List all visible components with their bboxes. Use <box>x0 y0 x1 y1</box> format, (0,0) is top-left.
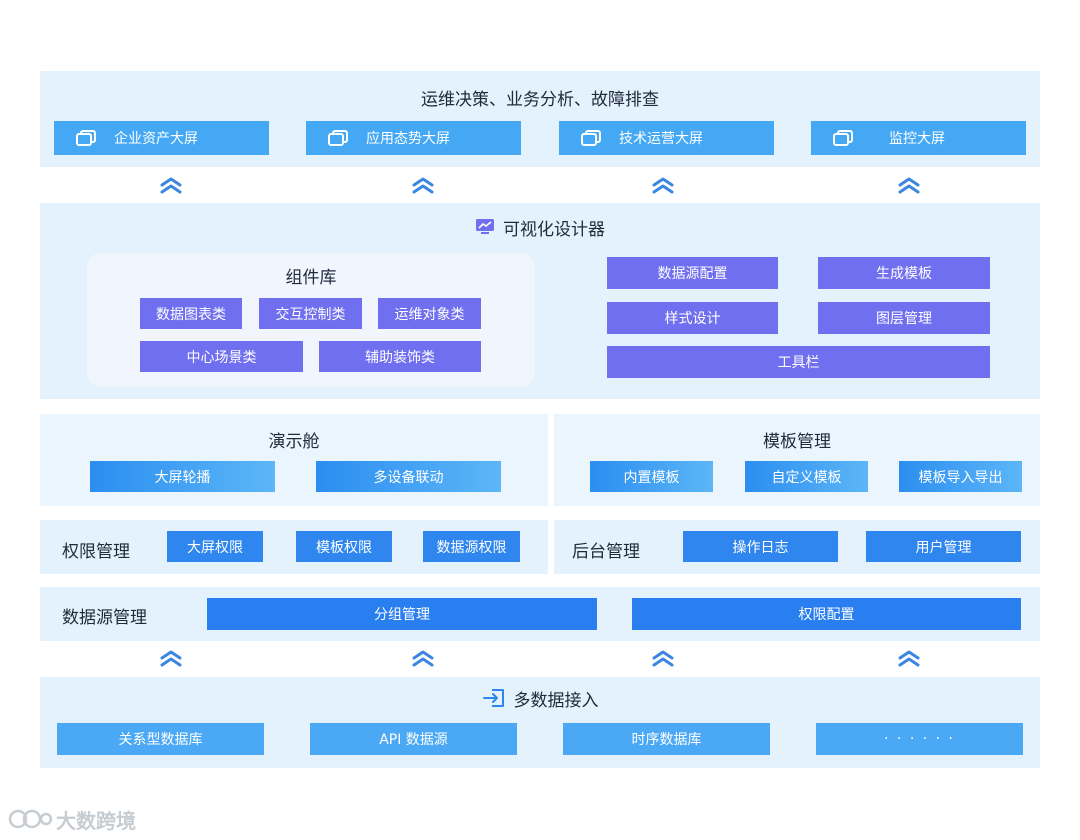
permission-panel: 权限管理 大屏权限 模板权限 数据源权限 <box>40 520 548 574</box>
top-item-label: 监控大屏 <box>889 131 945 147</box>
top-item-label: 技术运营大屏 <box>619 131 703 147</box>
backend-title: 后台管理 <box>572 542 640 562</box>
data-ingest-layer: 多数据接入 关系型数据库 API 数据源 时序数据库 · · · · · · <box>40 677 1040 768</box>
data-ingest-title: 多数据接入 <box>513 690 599 711</box>
chevron-up-icon <box>160 177 182 195</box>
top-item-tech-operation-screen[interactable]: 技术运营大屏 <box>559 121 774 155</box>
tool-toolbar[interactable]: 工具栏 <box>607 346 990 378</box>
template-item-custom[interactable]: 自定义模板 <box>745 461 868 492</box>
demo-item-multi-device-link[interactable]: 多设备联动 <box>316 461 501 492</box>
window-stack-icon <box>328 130 348 146</box>
template-item-import-export[interactable]: 模板导入导出 <box>899 461 1022 492</box>
top-item-app-situation-screen[interactable]: 应用态势大屏 <box>306 121 521 155</box>
chevron-up-icon <box>160 650 182 668</box>
watermark-logo: 大数跨境 <box>6 804 136 834</box>
top-layer-title: 运维决策、业务分析、故障排查 <box>421 90 659 110</box>
lib-item-data-chart[interactable]: 数据图表类 <box>140 298 242 329</box>
designer-layer: 可视化设计器 组件库 数据图表类 交互控制类 运维对象类 中心场景类 辅助装饰类… <box>40 203 1040 399</box>
demo-cabin-panel: 演示舱 大屏轮播 多设备联动 <box>40 414 548 506</box>
datasource-management-title: 数据源管理 <box>62 608 147 628</box>
lib-item-interactive-control[interactable]: 交互控制类 <box>259 298 362 329</box>
data-ingest-header: 多数据接入 <box>40 685 1040 711</box>
datasource-item-permission-config[interactable]: 权限配置 <box>632 598 1021 630</box>
ingest-item-api-source[interactable]: API 数据源 <box>310 723 517 755</box>
top-item-label: 企业资产大屏 <box>114 131 198 147</box>
datasource-management-panel: 数据源管理 分组管理 权限配置 <box>40 587 1040 641</box>
window-stack-icon <box>76 130 96 146</box>
import-icon <box>482 689 504 707</box>
top-item-enterprise-asset-screen[interactable]: 企业资产大屏 <box>54 121 269 155</box>
chevron-up-icon <box>412 650 434 668</box>
window-stack-icon <box>581 130 601 146</box>
window-stack-icon <box>833 130 853 146</box>
top-item-label: 应用态势大屏 <box>366 131 450 147</box>
permission-title: 权限管理 <box>62 542 130 562</box>
lib-item-ops-object[interactable]: 运维对象类 <box>378 298 481 329</box>
permission-item-datasource[interactable]: 数据源权限 <box>423 531 520 562</box>
permission-item-screen[interactable]: 大屏权限 <box>167 531 263 562</box>
ingest-item-more[interactable]: · · · · · · <box>816 723 1023 755</box>
monitor-chart-icon <box>476 219 494 234</box>
top-item-monitor-screen[interactable]: 监控大屏 <box>811 121 1026 155</box>
demo-item-screen-carousel[interactable]: 大屏轮播 <box>90 461 275 492</box>
template-management-title: 模板管理 <box>763 432 831 452</box>
backend-item-user-management[interactable]: 用户管理 <box>866 531 1021 562</box>
chevron-up-icon <box>898 650 920 668</box>
tool-datasource-config[interactable]: 数据源配置 <box>607 257 778 289</box>
chevron-up-icon <box>652 177 674 195</box>
template-management-panel: 模板管理 内置模板 自定义模板 模板导入导出 <box>554 414 1040 506</box>
datasource-item-group-management[interactable]: 分组管理 <box>207 598 597 630</box>
designer-title: 可视化设计器 <box>503 219 605 240</box>
demo-cabin-title: 演示舱 <box>268 432 320 452</box>
tool-style-design[interactable]: 样式设计 <box>607 302 778 334</box>
component-library-title: 组件库 <box>285 268 337 288</box>
designer-header: 可视化设计器 <box>40 215 1040 240</box>
template-item-builtin[interactable]: 内置模板 <box>590 461 713 492</box>
permission-item-template[interactable]: 模板权限 <box>296 531 392 562</box>
ingest-item-timeseries-db[interactable]: 时序数据库 <box>563 723 770 755</box>
brand-logo-icon <box>8 809 52 829</box>
lib-item-auxiliary-decoration[interactable]: 辅助装饰类 <box>319 341 481 372</box>
watermark-text: 大数跨境 <box>56 808 136 833</box>
backend-panel: 后台管理 操作日志 用户管理 <box>554 520 1040 574</box>
chevron-up-icon <box>652 650 674 668</box>
tool-layer-management[interactable]: 图层管理 <box>818 302 990 334</box>
chevron-up-icon <box>412 177 434 195</box>
ingest-item-relational-db[interactable]: 关系型数据库 <box>57 723 264 755</box>
chevron-up-icon <box>898 177 920 195</box>
tool-generate-template[interactable]: 生成模板 <box>818 257 990 289</box>
backend-item-operation-log[interactable]: 操作日志 <box>683 531 838 562</box>
component-library: 组件库 数据图表类 交互控制类 运维对象类 中心场景类 辅助装饰类 <box>87 253 535 387</box>
top-layer: 运维决策、业务分析、故障排查 企业资产大屏 应用态势大屏 技术运营大屏 监控大屏 <box>40 71 1040 167</box>
lib-item-center-scene[interactable]: 中心场景类 <box>140 341 303 372</box>
